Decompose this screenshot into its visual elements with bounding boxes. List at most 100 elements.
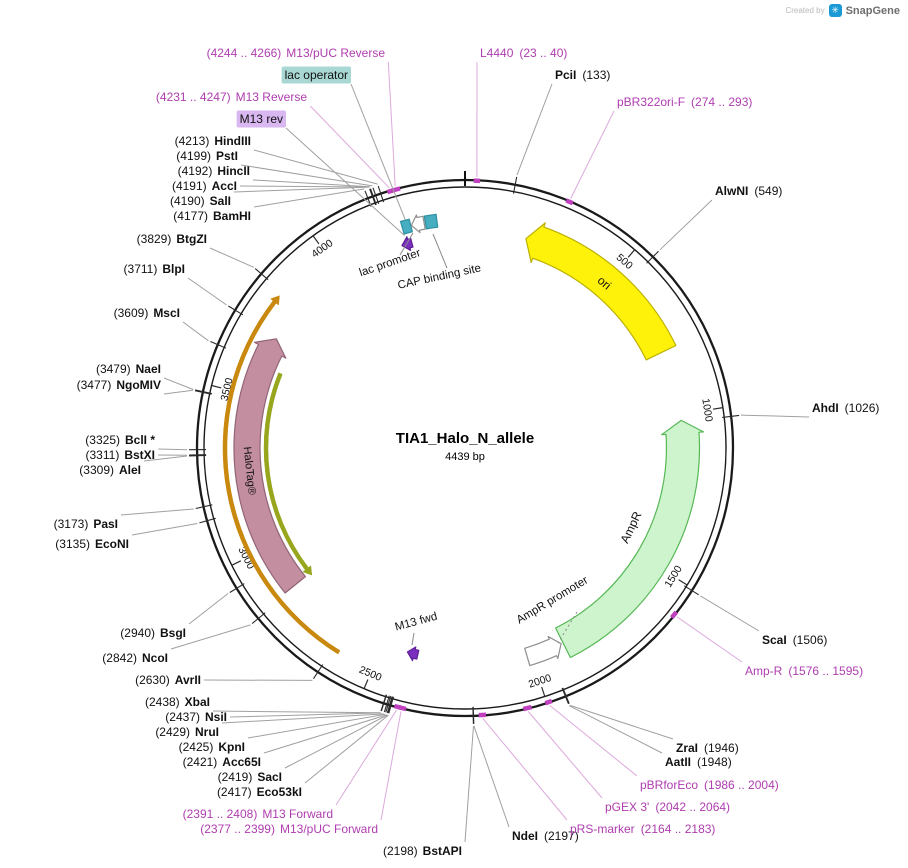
site-label-btgzi[interactable]: (3829)BtgZI <box>137 232 207 246</box>
primer-label-pbr322ori-f[interactable]: pBR322ori-F(274 .. 293) <box>617 95 752 109</box>
site-tick-scai <box>684 585 699 596</box>
callout-line-bsgi <box>188 593 229 625</box>
site-label-hindiii[interactable]: (4213)HindIII <box>175 134 251 148</box>
callout-line-ahdi <box>740 414 810 418</box>
primer-mark-m13-reverse <box>386 188 394 195</box>
site-label-hincii[interactable]: (4192)HincII <box>178 164 250 178</box>
site-label-bstapi[interactable]: (2198)BstAPI <box>383 844 462 858</box>
feature-lac-promoter[interactable] <box>410 214 426 234</box>
site-label-alwni[interactable]: AlwNI(549) <box>715 184 782 198</box>
site-tick-nrui <box>383 695 390 713</box>
callout-line-pgex-3 <box>527 711 603 799</box>
ruler-tick-2500 <box>363 679 369 689</box>
site-label-xbai[interactable]: (2438)XbaI <box>145 695 210 709</box>
site-label-acc65i[interactable]: (2421)Acc65I <box>183 755 261 769</box>
site-label-ngomiv[interactable]: (3477)NgoMIV <box>77 378 161 392</box>
feature-ampr[interactable] <box>555 419 705 659</box>
annotation-lac-promoter[interactable]: lac promoter <box>358 247 422 279</box>
feature-tag-lac-operator[interactable]: lac operator <box>285 68 348 82</box>
primer-label-pgex-3[interactable]: pGEX 3'(2042 .. 2064) <box>605 800 730 814</box>
site-label-bcli[interactable]: (3325)BclI * <box>85 433 155 447</box>
site-tick-sali <box>369 188 377 206</box>
feature-label-halotag[interactable]: HaloTag® <box>241 446 258 495</box>
callout-line-pbr322ori-f <box>570 110 615 199</box>
site-label-avrii[interactable]: (2630)AvrII <box>135 673 201 687</box>
ruler-tick-3500 <box>211 384 222 389</box>
site-label-zrai[interactable]: ZraI(1946) <box>676 741 739 755</box>
callout-lines <box>120 61 810 843</box>
ruler-tick-3000 <box>231 560 242 566</box>
callout-line-ngomiv <box>163 389 194 395</box>
site-tick-alwni <box>646 250 659 264</box>
callout-line-bstapi <box>464 725 474 843</box>
primer-label-m13-puc-forward[interactable]: (2377 .. 2399)M13/pUC Forward <box>200 822 378 836</box>
ruler-tick-4000 <box>312 235 320 245</box>
feature-tag-m13-rev[interactable]: M13 rev <box>240 112 283 126</box>
site-label-msci[interactable]: (3609)MscI <box>114 306 180 320</box>
primer-label-amp-r[interactable]: Amp-R(1576 .. 1595) <box>745 664 863 678</box>
primer-label-l4440[interactable]: L4440(23 .. 40) <box>480 46 567 60</box>
callout-line-xbai <box>212 710 381 714</box>
callout-line-pbrforeco <box>549 705 638 777</box>
site-label-bstxi[interactable]: (3311)BstXI <box>86 448 155 462</box>
ruler-label-2000: 2000 <box>527 672 553 691</box>
callout-line-nrui <box>221 713 384 724</box>
site-label-nsii[interactable]: (2437)NsiI <box>165 710 227 724</box>
callout-line-acci <box>239 185 370 188</box>
site-label-scai[interactable]: ScaI(1506) <box>762 633 827 647</box>
callout-line-bamhi <box>253 188 365 208</box>
site-label-econi[interactable]: (3135)EcoNI <box>55 537 129 551</box>
callout-line-eco53ki <box>304 714 389 784</box>
watermark-created-by: Created by <box>785 6 825 15</box>
feature-olive-arc[interactable] <box>263 372 313 576</box>
site-label-bsgi[interactable]: (2940)BsgI <box>120 626 186 640</box>
feature-lac-operator[interactable] <box>399 218 413 235</box>
feature-ampr-promoter[interactable] <box>524 635 562 667</box>
site-tick-psti <box>372 187 380 204</box>
ruler-label-1000: 1000 <box>699 398 714 423</box>
site-tick-aatii <box>561 687 570 705</box>
site-tick-bsgi <box>229 583 245 593</box>
callout-line-alei <box>143 455 188 462</box>
annotation-connector-0 <box>399 232 414 256</box>
primer-label-pbrforeco[interactable]: pBRforEco(1986 .. 2004) <box>640 778 779 792</box>
site-label-ndei[interactable]: NdeI(2197) <box>512 829 579 843</box>
site-label-saci[interactable]: (2419)SacI <box>218 770 282 784</box>
site-label-blpi[interactable]: (3711)BlpI <box>124 262 185 276</box>
primer-label-m13-puc-reverse[interactable]: (4244 .. 4266)M13/pUC Reverse <box>207 46 386 60</box>
site-label-nrui[interactable]: (2429)NruI <box>155 725 219 739</box>
site-label-alei[interactable]: (3309)AleI <box>79 463 141 477</box>
callout-line-lac-operator <box>350 83 406 220</box>
callout-line-ndei <box>473 725 510 828</box>
feature-m13-fwd-arrow[interactable] <box>406 646 420 662</box>
site-label-eco53ki[interactable]: (2417)Eco53kI <box>217 785 302 799</box>
site-label-bamhi[interactable]: (4177)BamHI <box>173 209 251 223</box>
feature-gold-arc[interactable] <box>222 295 341 655</box>
primer-label-prs-marker[interactable]: pRS-marker(2164 .. 2183) <box>570 822 715 836</box>
site-label-kpni[interactable]: (2425)KpnI <box>179 740 245 754</box>
site-label-naei[interactable]: (3479)NaeI <box>96 362 161 376</box>
feature-label-ampr[interactable]: AmpR <box>617 509 644 545</box>
primer-label-m13-forward[interactable]: (2391 .. 2408)M13 Forward <box>183 807 333 821</box>
site-label-psti[interactable]: (4199)PstI <box>176 149 238 163</box>
annotation-cap-binding-site[interactable]: CAP binding site <box>397 262 482 291</box>
site-label-ncoi[interactable]: (2842)NcoI <box>102 651 168 665</box>
feature-ori[interactable] <box>525 222 677 361</box>
site-tick-nsii <box>380 694 388 712</box>
callout-line-kpni <box>247 713 386 739</box>
site-label-aatii[interactable]: AatII(1948) <box>665 755 732 769</box>
site-label-ahdi[interactable]: AhdI(1026) <box>812 401 879 415</box>
site-tick-avrii <box>313 664 324 680</box>
site-label-acci[interactable]: (4191)AccI <box>172 179 237 193</box>
primer-label-m13-reverse[interactable]: (4231 .. 4247)M13 Reverse <box>156 90 307 104</box>
feature-halotag[interactable] <box>233 338 306 594</box>
site-label-pasi[interactable]: (3173)PasI <box>54 517 118 531</box>
annotation-m13-fwd[interactable]: M13 fwd <box>394 611 439 634</box>
callout-line-ncoi <box>170 624 251 650</box>
primer-mark-m13-puc-forward <box>397 704 407 712</box>
site-label-sali[interactable]: (4190)SalI <box>170 194 231 208</box>
callout-line-naei <box>163 377 194 390</box>
site-label-pcii[interactable]: PciI(133) <box>555 68 610 82</box>
feature-cap-binding-site[interactable] <box>423 213 439 230</box>
